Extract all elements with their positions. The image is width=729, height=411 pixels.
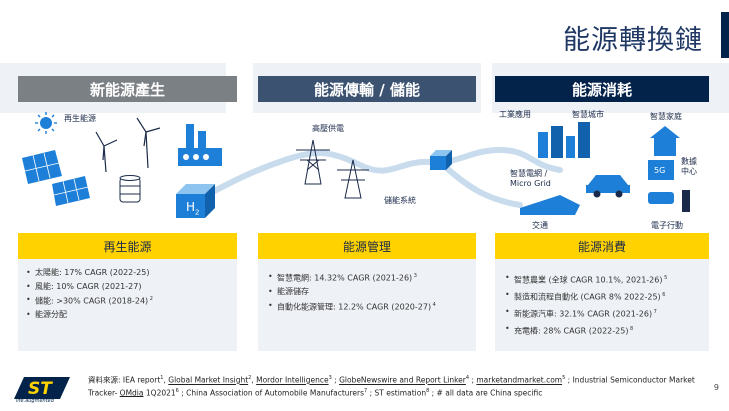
server-5g-icon (648, 160, 674, 180)
bullet-item: 充電樁: 28% CAGR (2022-25) 8 (505, 322, 667, 339)
energy-chain-diagram (22, 112, 690, 218)
bullet-item: 智慧農業 (全球 CAGR 10.1%, 2021-26) 5 (505, 271, 667, 288)
bullet-item: 風能: 10% CAGR (2021-27) (26, 280, 153, 294)
label-data-center-1: 數據 (681, 157, 697, 166)
logo-tagline: life.augmented (16, 398, 54, 404)
bullet-item: 製造和流程自動化 (CAGR 8% 2022-25) 6 (505, 288, 667, 305)
transmission-tower-icon (296, 139, 369, 199)
source-link[interactable]: Mordor Intelligence (256, 375, 329, 385)
solar-panel-icon (22, 150, 90, 206)
header-consumption: 能源消耗 (495, 76, 709, 102)
wind-turbine-icon (95, 117, 161, 173)
storage-tank-icon (119, 175, 141, 203)
storage-box-icon (430, 150, 452, 170)
source-link: IEA report (122, 375, 161, 385)
bullet-list-generation: 太陽能: 17% CAGR (2022-25)風能: 10% CAGR (202… (26, 266, 153, 322)
label-5g: 5G (654, 166, 666, 175)
subheader-energy-management: 能源管理 (258, 233, 476, 259)
bullet-list-consumption: 智慧農業 (全球 CAGR 10.1%, 2021-26) 5製造和流程自動化 … (505, 271, 667, 340)
source-link: 1Q2021 (145, 388, 176, 397)
panel-transmission: 智慧電網: 14.32% CAGR (2021-26) 3能源儲存自動化能源管理… (258, 259, 476, 351)
panel-generation: 太陽能: 17% CAGR (2022-25)風能: 10% CAGR (202… (18, 259, 237, 351)
source-link[interactable]: GlobeNewswire and Report Linker (339, 375, 466, 385)
source-link: ST estimation (374, 388, 427, 397)
ev-charger-icon (648, 190, 690, 212)
source-link[interactable]: OMdia (119, 388, 144, 397)
header-transmission: 能源傳輸 / 儲能 (258, 76, 476, 102)
bullet-item: 能源儲存 (268, 285, 436, 299)
source-link: China Association of Automobile Manufact… (186, 388, 365, 397)
factory-icon (178, 124, 222, 166)
hydrogen-cube-icon (176, 184, 215, 218)
label-data-center-2: 中心 (681, 167, 697, 176)
st-logo: ST (14, 377, 70, 399)
label-industrial: 工業應用 (499, 110, 531, 119)
svg-text:ST: ST (28, 379, 53, 399)
train-icon (520, 195, 580, 215)
bullet-item: 儲能: >30% CAGR (2018-24) 2 (26, 293, 153, 308)
label-e-mobility: 電子行動 (651, 221, 683, 230)
label-transport: 交通 (532, 221, 548, 230)
label-storage-system: 儲能系統 (384, 196, 416, 205)
header-generation: 新能源產生 (18, 76, 237, 102)
sun-icon (35, 112, 57, 134)
label-smart-city: 智慧城市 (572, 110, 604, 119)
panel-consumption: 智慧農業 (全球 CAGR 10.1%, 2021-26) 5製造和流程自動化 … (495, 259, 709, 351)
bullet-item: 能源分配 (26, 308, 153, 322)
title-accent-bar (721, 12, 729, 58)
car-icon (586, 175, 630, 198)
label-hv-power: 高壓供電 (312, 124, 344, 133)
label-smart-grid-1: 智慧電網 / (510, 169, 548, 178)
h2-label: H2 (186, 200, 200, 217)
page-number: 9 (713, 383, 719, 392)
sources-footnote: 資料來源: IEA report1, Global Market Insight… (88, 375, 695, 397)
bullet-item: 新能源汽車: 32.1% CAGR (2021-26) 7 (505, 305, 667, 322)
label-smart-home: 智慧家庭 (650, 112, 682, 121)
bullet-list-transmission: 智慧電網: 14.32% CAGR (2021-26) 3能源儲存自動化能源管理… (268, 270, 436, 314)
smart-home-icon (650, 126, 680, 156)
city-buildings-icon (538, 122, 590, 158)
source-link[interactable]: marketandmarket.com (476, 375, 563, 385)
source-link[interactable]: Global Market Insight (168, 375, 249, 385)
subheader-renewable: 再生能源 (18, 233, 237, 259)
bullet-item: 太陽能: 17% CAGR (2022-25) (26, 266, 153, 280)
bullet-item: 自動化能源管理: 12.2% CAGR (2020-27) 4 (268, 299, 436, 314)
slide-title: 能源轉換鏈 (563, 25, 703, 56)
label-renewable: 再生能源 (64, 114, 96, 123)
label-smart-grid-2: Micro Grid (510, 179, 551, 188)
bullet-item: 智慧電網: 14.32% CAGR (2021-26) 3 (268, 270, 436, 285)
subheader-energy-consumption: 能源消費 (495, 233, 709, 259)
